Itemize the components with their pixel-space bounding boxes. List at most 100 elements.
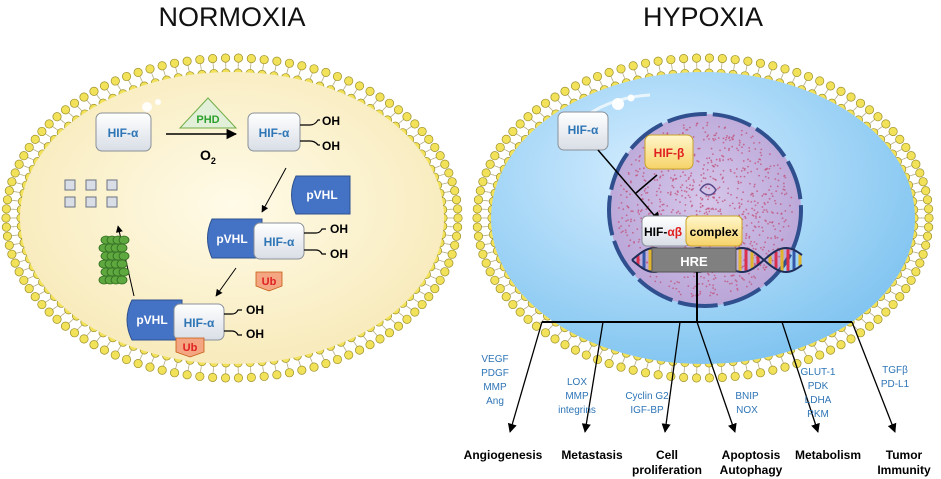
hypoxia-lipid-head	[836, 340, 846, 350]
hif-alpha-hydroxylated-box	[247, 112, 301, 152]
hypoxia-lipid-head	[717, 372, 727, 382]
gene-label: VEGF	[481, 354, 508, 365]
hypoxia-lipid-head	[478, 249, 488, 259]
hypoxia-lipid-head	[906, 275, 916, 285]
normoxia-lipid-head	[30, 292, 40, 302]
oh-label: OH	[322, 114, 340, 128]
hif-beta-label: HIF-β	[654, 146, 685, 160]
normoxia-lipid-head	[246, 54, 256, 64]
normoxia-lipid-head	[453, 213, 463, 223]
normoxia-lipid-head	[133, 358, 143, 369]
hypoxia-lipid-head	[508, 126, 518, 137]
hypoxia-lipid-head	[864, 105, 875, 115]
hypoxia-lipid-head	[531, 105, 542, 115]
normoxia-lipid-head	[447, 177, 457, 187]
normoxia-lipid-head	[393, 105, 404, 115]
hypoxia-lipid-head	[679, 372, 689, 382]
hypoxia-lipid-head	[490, 275, 500, 285]
branch-arrow	[581, 321, 604, 433]
nuclear-translocation-arrow	[597, 149, 661, 223]
hypoxia-lipid-head	[472, 222, 482, 232]
branch-arrow	[507, 321, 543, 433]
normoxia-lipid-head	[451, 195, 462, 205]
hif-complex-beta-part	[685, 215, 743, 247]
normoxia-lipid-head	[195, 371, 205, 381]
normoxia-lipid-head	[37, 299, 47, 310]
normoxia-lipid-head	[69, 328, 80, 338]
hif-alpha-box	[95, 112, 152, 152]
hypoxia-lipid-head	[780, 362, 790, 372]
hypoxia-lipid-head	[495, 142, 505, 152]
normoxia-lipid-head	[424, 292, 434, 302]
normoxia-lipid-head	[121, 71, 132, 82]
gene-label: TGFβ	[882, 365, 908, 376]
oh-label: OH	[330, 247, 348, 261]
hif-alpha-label: HIF-α	[108, 126, 139, 140]
pvhl-label: pVHL	[136, 313, 167, 327]
normoxia-lipid-head	[233, 53, 244, 63]
hypoxia-lipid-head	[691, 373, 702, 383]
hypoxia-lipid-head	[592, 71, 603, 82]
oh-label: OH	[322, 139, 340, 153]
hypoxia-lipid-head	[481, 168, 491, 178]
outcome-label-proliferation: proliferation	[632, 463, 702, 477]
hypoxia-lipid-head	[508, 299, 518, 310]
normoxia-lipid-head	[393, 321, 404, 331]
hypoxia-lipid-head	[560, 86, 570, 96]
hypoxia-lipid-head	[485, 159, 495, 169]
hypoxia-lipid-head	[924, 222, 934, 232]
hypoxia-lipid-head	[755, 58, 766, 68]
hypoxia-lipid-head	[472, 204, 482, 214]
hypoxia-lipid-head	[873, 112, 883, 122]
outcome-label-angiogenesis: Angiogenesis	[464, 448, 543, 462]
hypoxia-lipid-head	[911, 267, 921, 277]
hypoxia-lipid-head	[704, 373, 715, 383]
hypoxia-lipid-head	[864, 321, 875, 331]
normoxia-lipid-head	[435, 151, 445, 161]
branch-arrow	[851, 321, 897, 433]
outcome-label-immunity: Immunity	[877, 463, 931, 477]
normoxia-lipid-head	[4, 186, 14, 196]
gene-label: GLUT-1	[800, 367, 835, 378]
hypoxia-lipid-head	[888, 126, 898, 137]
hypoxia-lipid-head	[550, 334, 560, 344]
normoxia-lipid-head	[344, 350, 354, 360]
normoxia-lipid-head	[402, 314, 412, 324]
normoxia-lipid-head	[60, 105, 71, 115]
normoxia-lipid-head	[450, 240, 460, 250]
hypoxia-lipid-head	[485, 267, 495, 277]
normoxia-lipid-head	[450, 186, 460, 196]
hypoxia-lipid-head	[616, 362, 626, 372]
normoxia-lipid-head	[79, 92, 89, 102]
hypoxia-lipid-head	[924, 213, 934, 223]
outcome-label-metastasis: Metastasis	[561, 448, 623, 462]
pvhl-binding-arrow	[261, 167, 287, 213]
hypoxia-lipid-head	[604, 67, 614, 78]
normoxia-lipid-head	[79, 334, 89, 344]
hypoxia-lipid-head	[640, 58, 651, 68]
normoxia-lipid-head	[52, 112, 62, 122]
hypoxia-lipid-head	[478, 177, 488, 187]
hypoxia-lipid-head	[873, 314, 883, 324]
gene-list-angiogenesis: VEGF PDGF MMP Ang	[481, 354, 509, 407]
normoxia-lipid-head	[2, 231, 13, 241]
normoxia-lipid-head	[24, 142, 34, 152]
normoxia-lipid-head	[284, 368, 295, 378]
normoxia-lipid-head	[110, 76, 120, 86]
hypoxia-lipid-head	[501, 292, 511, 302]
hypoxia-cell: HIF-α HIF-β HIF-αβ complex HRE	[472, 53, 934, 383]
normoxia-lipid-head	[145, 362, 155, 372]
normoxia-lipid-head	[37, 126, 47, 137]
hypoxia-lipid-head	[628, 61, 638, 71]
hypoxia-lipid-head	[922, 231, 933, 241]
hypoxia-lipid-head	[803, 71, 814, 82]
hypoxia-lipid-head	[653, 370, 663, 380]
hypoxia-lipid-head	[895, 292, 905, 302]
pvhl-label: pVHL	[306, 188, 337, 202]
ubiquitin-tag	[175, 337, 205, 358]
normoxia-lipid-head	[272, 370, 282, 380]
gene-label: MMP	[483, 382, 507, 393]
normoxia-lipid-head	[7, 177, 17, 187]
hypoxia-lipid-head	[881, 119, 891, 129]
hypoxia-lipid-head	[570, 81, 580, 91]
